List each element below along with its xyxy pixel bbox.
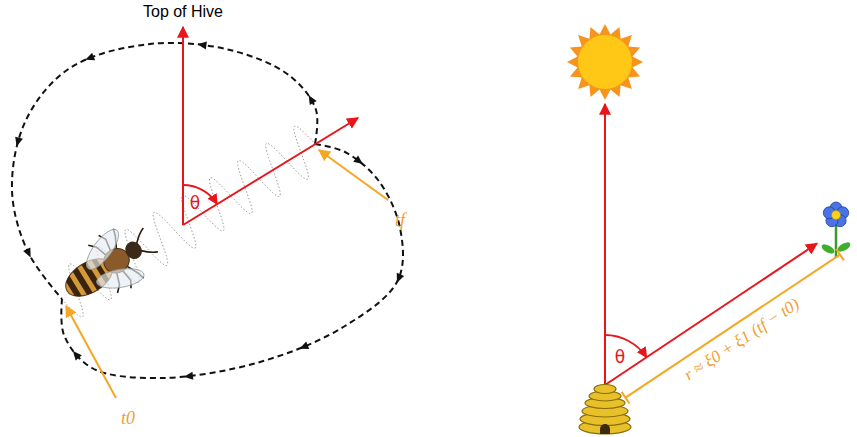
loop-arrowhead [197, 40, 207, 49]
angle-label: θ [615, 348, 625, 367]
loop-arrowhead [298, 341, 309, 352]
vertical-arrow [182, 27, 184, 225]
distance-formula: r ≈ ξ0 + ξ1 (tf − t0) [681, 295, 803, 385]
loop-arrowhead [353, 155, 365, 167]
sun-disc [578, 35, 632, 89]
time-label: t0 [121, 409, 135, 429]
time-pointer [66, 306, 116, 398]
direction-arrow [183, 118, 358, 225]
beehive [579, 385, 631, 435]
loop-arrowhead [13, 137, 23, 148]
time-pointer [319, 150, 388, 200]
loop-arrowhead [23, 248, 34, 260]
axis-label: Top of Hive [143, 3, 223, 21]
loop-arrowhead [393, 273, 404, 284]
angle-label: θ [190, 194, 200, 213]
time-label: tf [395, 211, 405, 231]
loop-arrowhead [70, 348, 82, 360]
return-loop [61, 144, 403, 378]
waggle-dance [12, 40, 404, 380]
loop-arrowhead [84, 53, 95, 64]
sun-rays [567, 24, 643, 100]
loop-arrowhead [305, 93, 316, 105]
angle-arc [605, 335, 647, 357]
loop-arrowhead [183, 372, 193, 381]
honeybee [49, 211, 168, 321]
flower-arrow [605, 244, 817, 386]
sun-arrow [604, 104, 606, 385]
sun [567, 24, 643, 100]
distance-bracket [622, 249, 844, 404]
